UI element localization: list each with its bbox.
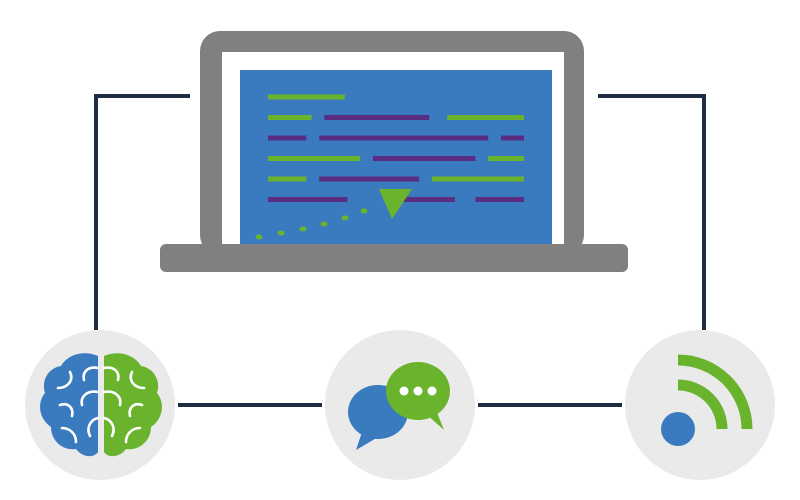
- brain-node: [25, 330, 175, 480]
- code-line-segment: [475, 197, 524, 202]
- cursor-arrow-icon: [379, 189, 412, 219]
- code-line-segment: [372, 156, 476, 161]
- code-line-segment: [319, 176, 420, 182]
- code-line-segment: [268, 94, 345, 100]
- laptop-base: [160, 244, 628, 272]
- code-line-segment: [488, 156, 524, 161]
- chat-bubbles-icon: [348, 362, 450, 450]
- code-lines: [268, 94, 524, 202]
- laptop-icon: [160, 31, 628, 272]
- code-line-segment: [319, 135, 489, 141]
- code-line-segment: [500, 135, 524, 141]
- brain-icon: [40, 353, 162, 457]
- code-line-segment: [447, 115, 524, 120]
- connector-laptop-to-brain: [94, 94, 190, 330]
- connector-laptop-to-feed: [598, 94, 706, 330]
- rss-feed-icon: [661, 354, 753, 446]
- code-line-segment: [268, 197, 348, 202]
- code-line-segment: [324, 115, 430, 120]
- code-line-segment: [268, 115, 312, 120]
- code-line-segment: [268, 135, 307, 141]
- code-line-segment: [268, 176, 307, 182]
- code-line-segment: [431, 176, 524, 182]
- chat-node: [325, 330, 475, 480]
- feed-node: [625, 330, 775, 480]
- cursor-trail: [255, 208, 368, 240]
- code-line-segment: [268, 156, 361, 161]
- code-line-segment: [398, 197, 455, 202]
- connectors: [94, 94, 706, 407]
